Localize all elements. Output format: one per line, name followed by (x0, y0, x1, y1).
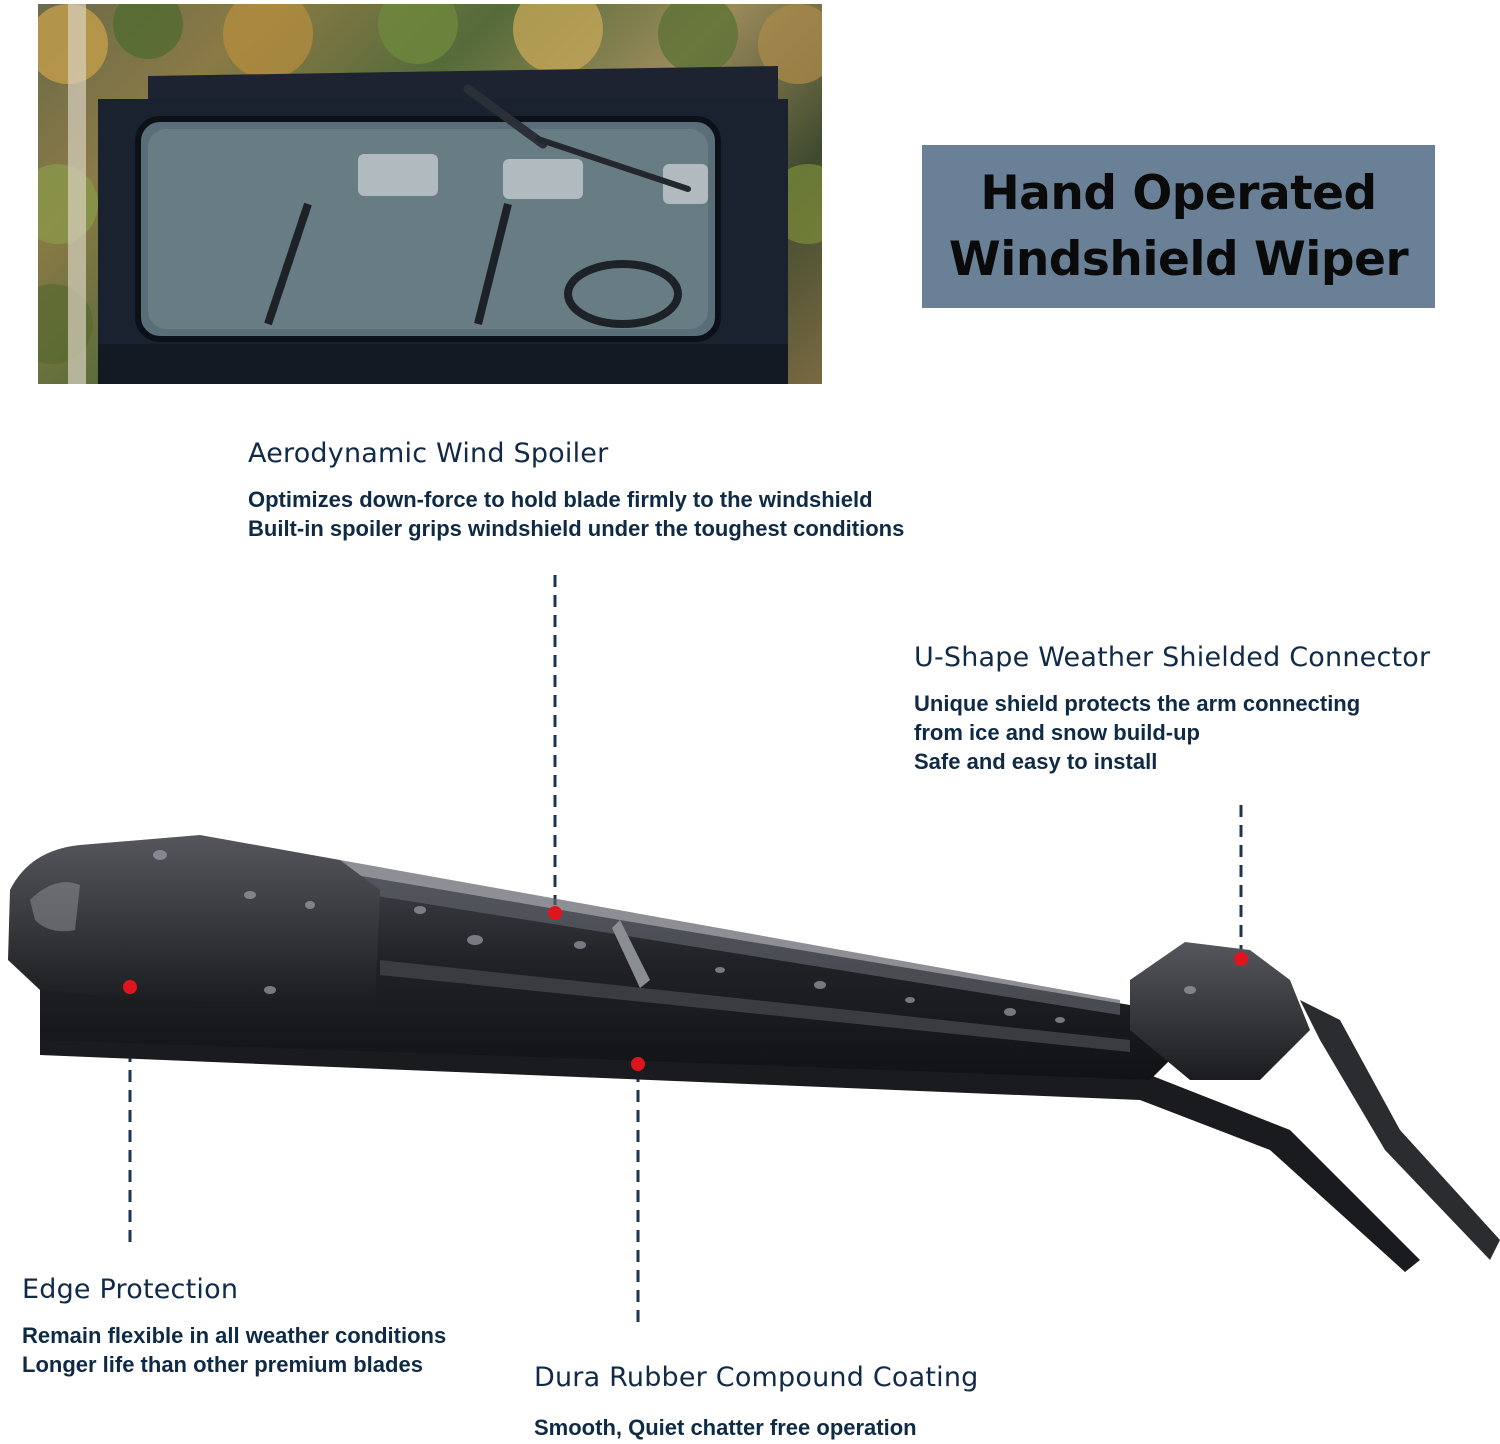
feature-connector-line-3: Safe and easy to install (914, 749, 1158, 774)
feature-connector-line-1: Unique shield protects the arm connectin… (914, 691, 1361, 716)
rubber-marker (631, 1057, 645, 1071)
title-line-1: Hand Operated (980, 165, 1377, 221)
feature-spoiler-line-2: Built-in spoiler grips windshield under … (248, 516, 905, 541)
feature-connector-line-2: from ice and snow build-up (914, 720, 1200, 745)
feature-connector: U-Shape Weather Shielded Connector Uniqu… (914, 642, 1430, 776)
feature-rubber-line-1: Smooth, Quiet chatter free operation (534, 1415, 917, 1440)
feature-spoiler: Aerodynamic Wind Spoiler Optimizes down-… (248, 438, 904, 543)
feature-edge-line-2: Longer life than other premium blades (22, 1352, 423, 1377)
feature-edge-heading: Edge Protection (22, 1274, 239, 1305)
feature-spoiler-heading: Aerodynamic Wind Spoiler (248, 438, 609, 469)
feature-rubber: Dura Rubber Compound Coating Smooth, Qui… (534, 1362, 979, 1442)
feature-connector-heading: U-Shape Weather Shielded Connector (914, 642, 1431, 673)
title-line-2: Windshield Wiper (948, 231, 1409, 287)
feature-spoiler-line-1: Optimizes down-force to hold blade firml… (248, 487, 873, 512)
feature-edge: Edge Protection Remain flexible in all w… (22, 1274, 446, 1379)
windshield-photo (38, 4, 822, 384)
wiper-blade-illustration (0, 560, 1500, 1340)
edge-marker (123, 980, 137, 994)
spoiler-marker (548, 906, 562, 920)
feature-edge-line-1: Remain flexible in all weather condition… (22, 1323, 447, 1348)
connector-marker (1234, 952, 1248, 966)
feature-rubber-heading: Dura Rubber Compound Coating (534, 1362, 979, 1393)
title-banner: Hand Operated Windshield Wiper (922, 145, 1435, 308)
